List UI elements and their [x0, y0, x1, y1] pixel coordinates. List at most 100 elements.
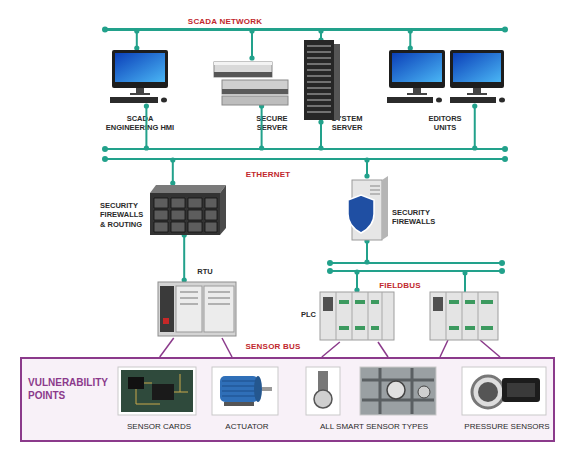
network-bus: ETHERNET [105, 148, 505, 160]
junction-dot [364, 157, 369, 162]
server-unit [222, 96, 288, 105]
chip [128, 377, 144, 389]
junction-dot [499, 268, 505, 274]
plc-body [320, 292, 394, 340]
gauge [418, 386, 430, 398]
server-unit [214, 62, 272, 77]
node-label: VULNERABILITY POINTS [28, 377, 123, 402]
junction-dot [499, 260, 505, 266]
tower-front [304, 40, 334, 120]
rtu-module [176, 286, 202, 332]
actuator-photo [212, 367, 278, 415]
mouse [499, 98, 505, 103]
network-link [160, 338, 174, 357]
node-label: SECURITY FIREWALLS [392, 208, 452, 227]
smart-sensor-photo [306, 367, 436, 415]
sensor-screen [507, 383, 535, 397]
junction-dot [472, 145, 477, 150]
junction-dot [249, 55, 254, 60]
router-icon [150, 185, 226, 235]
sensor-ring [472, 376, 504, 408]
server-front [214, 72, 272, 77]
junction-dot [144, 103, 149, 108]
network-link [356, 272, 358, 290]
sensor-stem [318, 371, 328, 391]
monitor-base [407, 93, 427, 95]
rtu-icon [158, 282, 236, 336]
rtu-module [204, 286, 234, 332]
junction-dot [249, 28, 254, 33]
board-traces [136, 374, 188, 404]
plc-module-lines [446, 292, 478, 340]
photo-frame [462, 367, 546, 415]
rack-server-icon [214, 62, 288, 105]
junction-dot [364, 259, 369, 264]
photo-frame [360, 367, 436, 415]
node-label: FIELDBUS [365, 281, 435, 291]
chip [152, 384, 174, 400]
junction-dot [354, 269, 359, 274]
node-label: ETHERNET [218, 170, 318, 180]
junction-dot [472, 103, 477, 108]
firewall-vents [370, 186, 380, 194]
monitor-base [130, 93, 150, 95]
network-link [172, 160, 174, 183]
node-label: EDITORS UNITS [420, 114, 470, 133]
monitor-stand [413, 88, 421, 93]
router-front [150, 193, 220, 235]
node-label: SENSOR CARDS [117, 422, 201, 432]
sensor-face [478, 382, 498, 402]
rtu-terminals [180, 292, 230, 304]
bus-end-dots [102, 27, 508, 275]
router-bays [154, 198, 217, 232]
plc-module-lines [336, 292, 382, 340]
network-link [366, 241, 368, 262]
monitor-icon [110, 50, 168, 103]
tower-side [334, 44, 340, 120]
pipework [362, 368, 434, 414]
junction-dot [318, 119, 323, 124]
junction-dot [318, 28, 323, 33]
sensor-bus-wire [440, 340, 448, 357]
rtu-module [160, 286, 174, 332]
firewall-icon [348, 176, 388, 240]
sensor-card-photo [118, 367, 196, 415]
junction-dot [502, 156, 508, 162]
node-label: SCADA NETWORK [160, 17, 290, 27]
network-link [474, 106, 476, 148]
pressure-sensor-photo [462, 367, 546, 415]
junction-dot [502, 27, 508, 33]
junction-dot [102, 156, 108, 162]
junction-dot [134, 28, 139, 33]
monitor-stand [473, 88, 481, 93]
node-label: PLC [301, 310, 317, 319]
monitor-screen [392, 53, 442, 82]
sensor-bus-wire [378, 342, 388, 357]
rtu-rack [158, 282, 236, 336]
plc-icon [430, 292, 498, 340]
photo-frame [306, 367, 340, 415]
photo-frame [118, 367, 196, 415]
node-label: PRESSURE SENSORS [462, 422, 552, 432]
junction-dot [318, 145, 323, 150]
gauge [387, 381, 405, 399]
plc-icon [320, 292, 394, 340]
monitor-frame [112, 50, 168, 88]
plc-body [430, 292, 498, 340]
motor-feet [224, 402, 254, 406]
junction-dot [463, 271, 468, 276]
monitor-stand [136, 88, 144, 93]
shield-symbol [348, 195, 374, 233]
sensor-bus-wire [480, 340, 500, 357]
node-label: RTU [185, 267, 225, 276]
motor-shaft [262, 387, 272, 391]
junction-dot [259, 145, 264, 150]
junction-dot [144, 145, 149, 150]
network-link [251, 31, 253, 58]
junction-dot [327, 260, 333, 266]
network-link [320, 122, 322, 148]
network-link [145, 106, 147, 148]
network-link [183, 235, 185, 280]
